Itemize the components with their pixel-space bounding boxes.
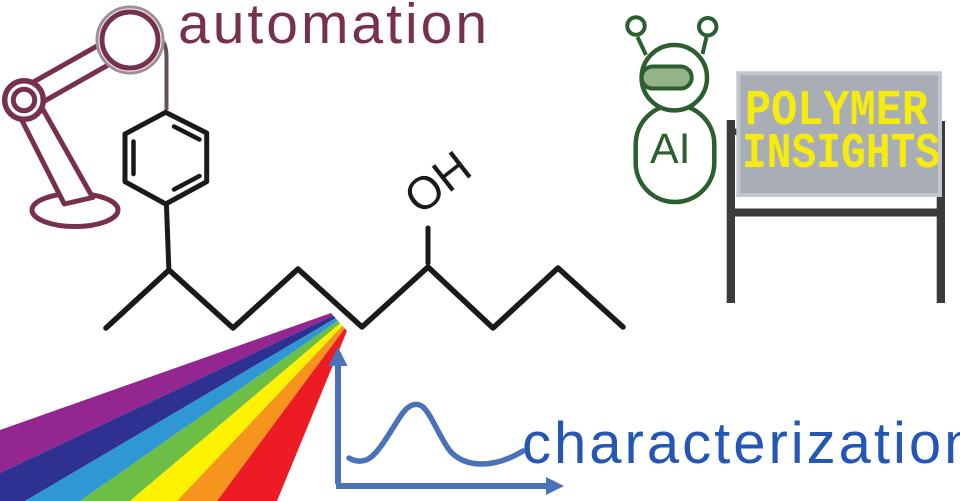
gripper-pendant-bond bbox=[161, 40, 169, 110]
board-text-line2: INSIGHTS bbox=[742, 126, 940, 183]
robot-arm-lower-segment bbox=[18, 107, 96, 207]
rainbow-band-blue bbox=[24, 318, 338, 501]
automation-label: automation bbox=[178, 0, 490, 56]
rainbow-band-green bbox=[80, 320, 341, 501]
alkyl-chain bbox=[103, 264, 626, 331]
chromatogram-peak-curve bbox=[346, 401, 526, 467]
phenyl-chain-bond bbox=[164, 204, 172, 271]
rainbow-beam bbox=[0, 313, 347, 501]
ai-robot-visor bbox=[639, 64, 694, 91]
benzene-hexagon bbox=[122, 109, 210, 207]
robot-arm bbox=[1, 5, 169, 229]
rainbow-band-purple bbox=[0, 313, 334, 473]
chromatogram bbox=[328, 347, 564, 495]
molecule: OH bbox=[103, 109, 626, 331]
robot-arm-elbow-joint-inner bbox=[10, 86, 38, 114]
rainbow-band-orange bbox=[177, 325, 345, 501]
insights-board: POLYMER INSIGHTS bbox=[726, 71, 945, 303]
antenna-ball-left-icon bbox=[625, 15, 647, 37]
x-axis-arrowhead bbox=[546, 477, 564, 495]
benzene-ring bbox=[122, 109, 210, 207]
benzene-double-bonds bbox=[131, 124, 202, 192]
rainbow-band-yellow bbox=[129, 323, 343, 501]
y-axis-arrowhead bbox=[328, 347, 348, 366]
board-text-line1: POLYMER bbox=[745, 83, 928, 140]
hydroxyl-label: OH bbox=[394, 140, 480, 223]
antenna-stalk-right bbox=[700, 36, 709, 55]
antenna-ball-right-icon bbox=[697, 16, 719, 38]
characterization-label: characterization bbox=[522, 411, 960, 476]
rainbow-band-red bbox=[217, 328, 347, 501]
robot-gripper-ring-inner bbox=[99, 9, 161, 71]
easel-crossbar bbox=[728, 208, 944, 217]
antenna-stalk-left bbox=[635, 36, 648, 56]
ai-robot: AI bbox=[625, 15, 719, 205]
rainbow-band-indigo bbox=[0, 315, 336, 501]
whiteboard-panel bbox=[736, 71, 942, 197]
ai-label: AI bbox=[650, 125, 691, 173]
